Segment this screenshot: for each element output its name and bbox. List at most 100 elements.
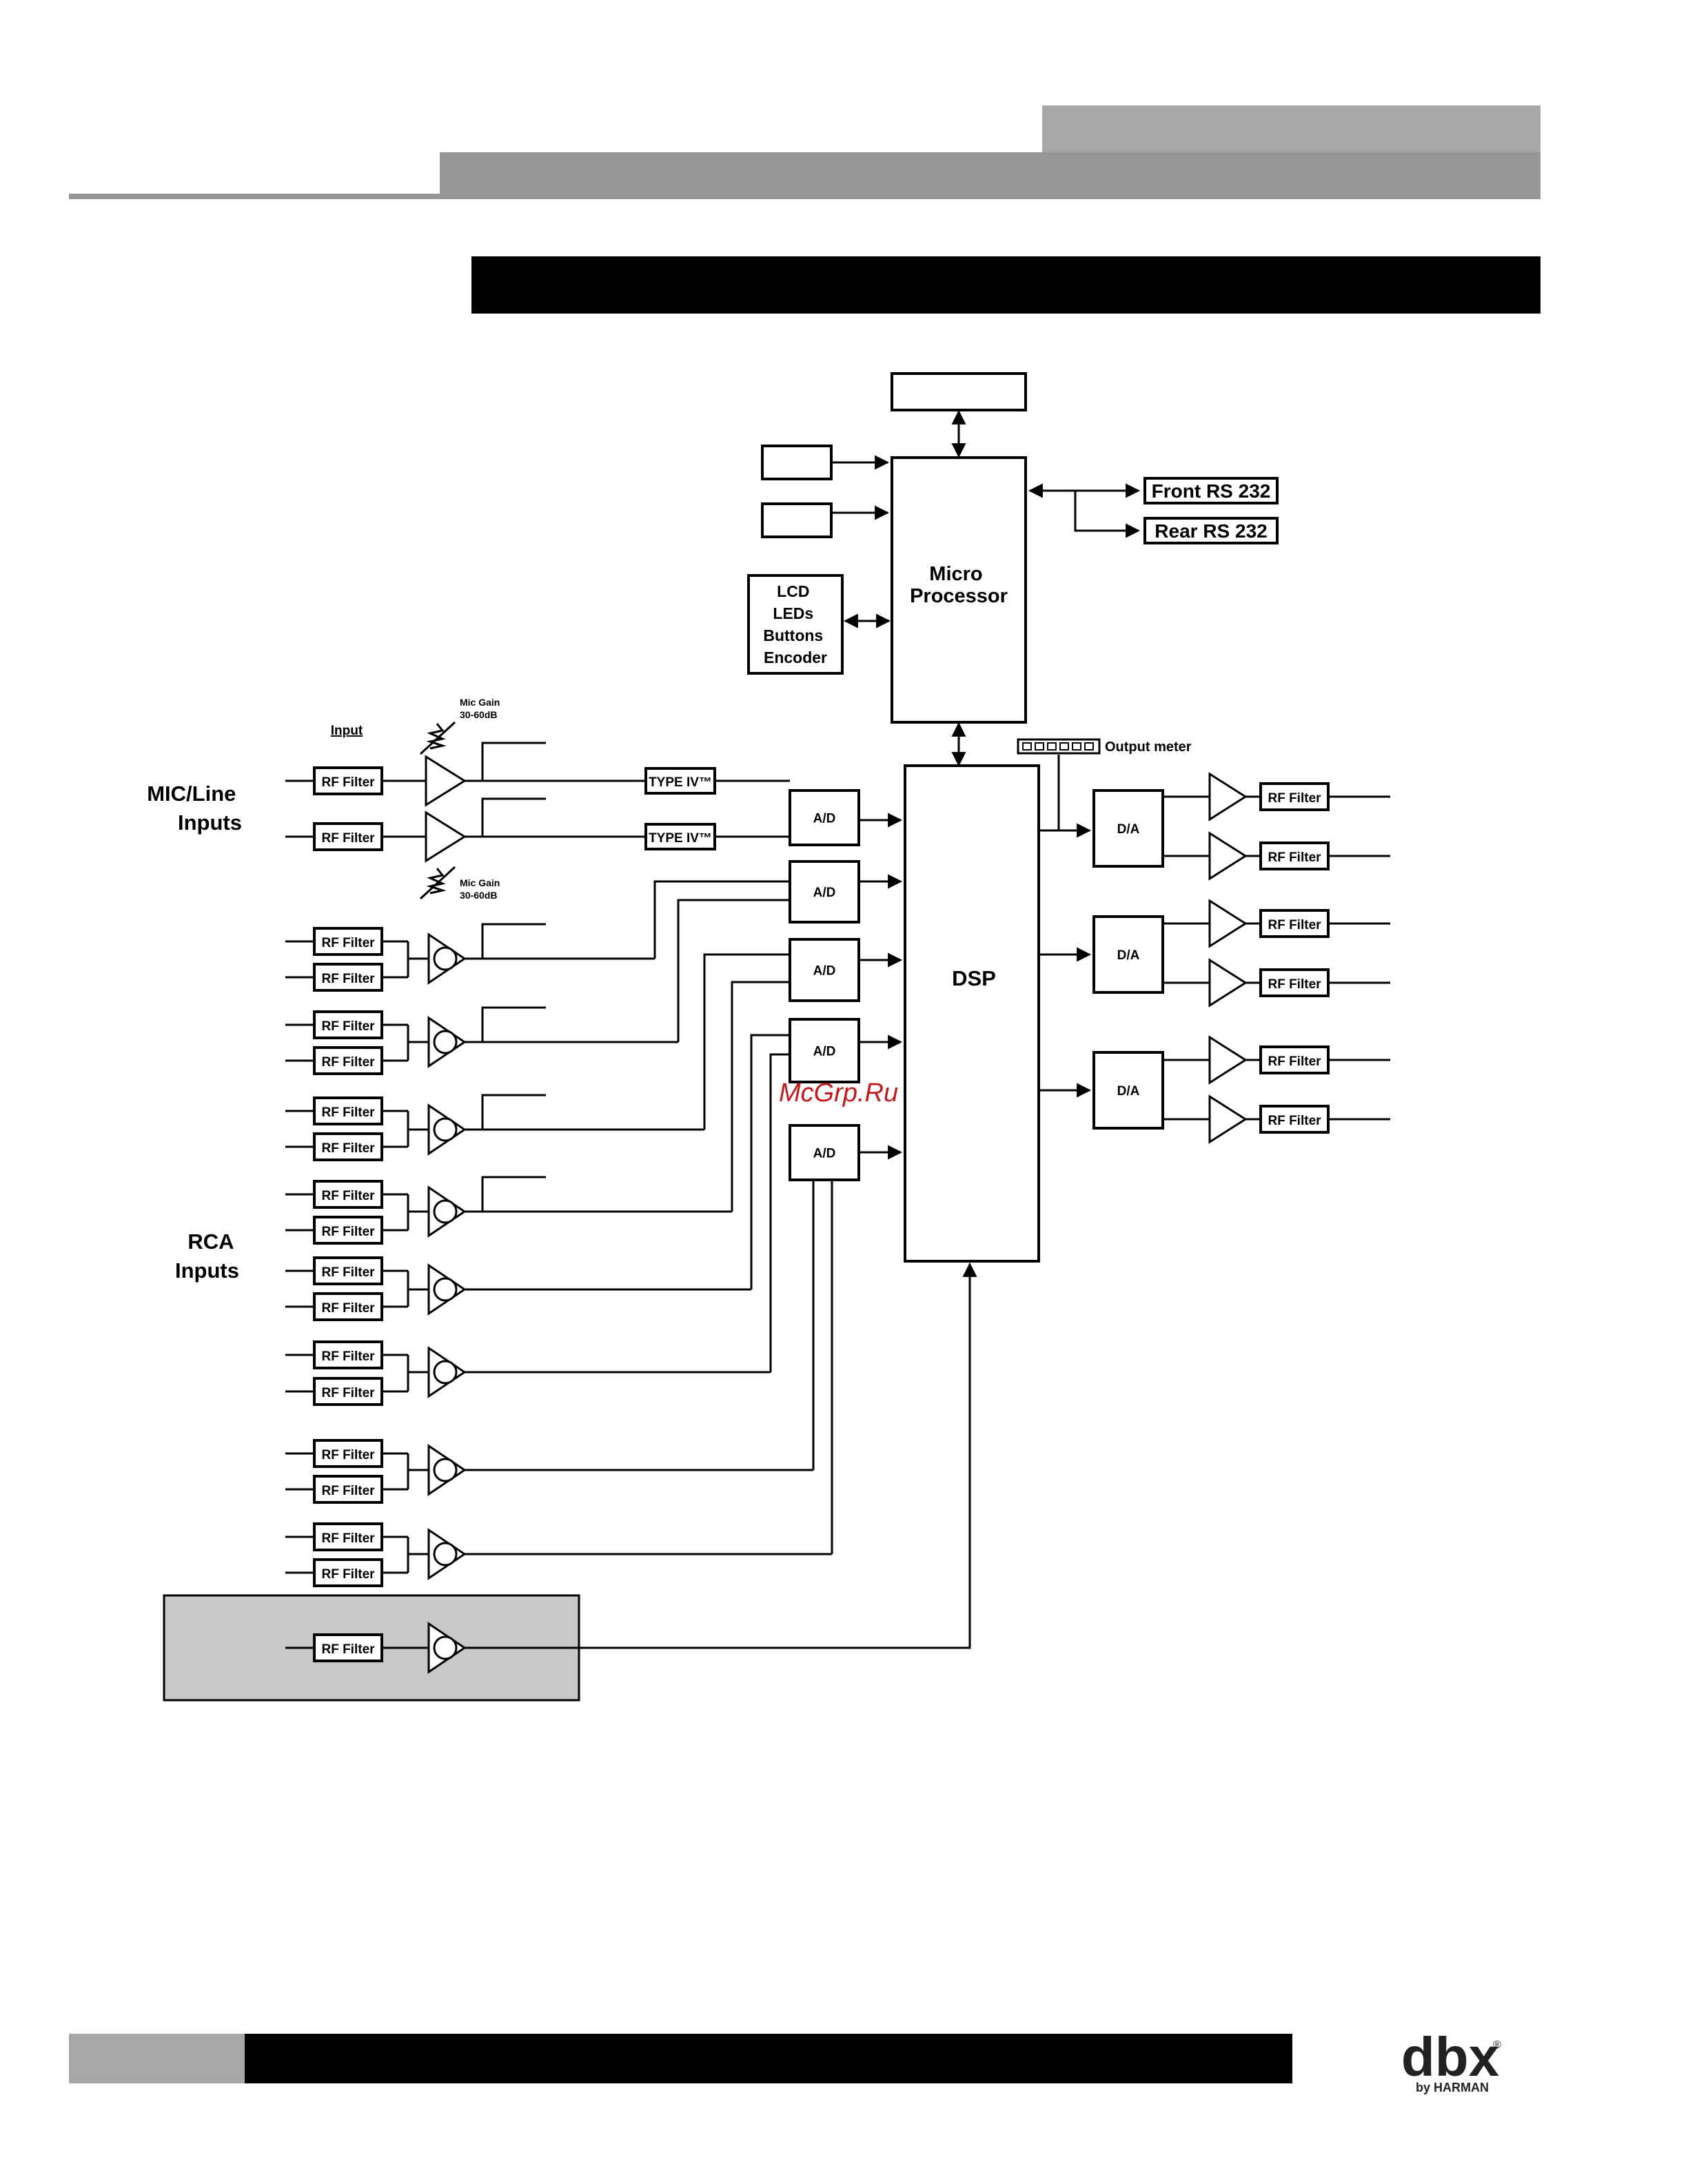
output-rf-filter-3-1-label: RF Filter (1268, 1054, 1321, 1069)
ad-label-3: A/D (813, 964, 836, 979)
output-rf-filter-1-1-label: RF Filter (1268, 791, 1321, 806)
output-rf-filter-3-2-label: RF Filter (1268, 1114, 1321, 1128)
input-box-1 (761, 445, 833, 480)
watermark: McGrp.Ru (779, 1079, 898, 1108)
footer-bar-grey (69, 2034, 247, 2083)
rca-amp-1-circle (433, 946, 458, 971)
rca-rf-filter-8-1-box (313, 1522, 383, 1551)
wire (731, 981, 790, 1212)
wire (769, 1053, 790, 1372)
rca-amp-7-circle (433, 1458, 458, 1482)
output-rf-filter-2-2-label: RF Filter (1268, 977, 1321, 992)
input-heading: Input (331, 724, 363, 738)
wire (703, 953, 790, 1130)
da-label-2: D/A (1117, 948, 1140, 963)
output-amp-1-2 (1208, 831, 1248, 881)
mic-preamp-1 (425, 755, 467, 807)
output-rf-filter-1-2-label: RF Filter (1268, 850, 1321, 865)
rca-amp-2-circle (433, 1030, 458, 1054)
front-panel-label: LCD LEDs Buttons Encoder (763, 582, 827, 666)
display-box (891, 372, 1027, 411)
dsp-label: DSP (952, 966, 996, 990)
type-iv-label-1: TYPE IV™ (649, 775, 712, 790)
wire (419, 721, 456, 755)
ad-block-3 (789, 938, 860, 1002)
front-panel-block (747, 574, 844, 675)
ad-label-4: A/D (813, 1045, 836, 1059)
aux-amp-circle (433, 1635, 458, 1660)
rca-rf-filter-3-1-box (313, 1096, 383, 1125)
wire (481, 1094, 546, 1130)
micro-processor-label: Micro Processor (910, 563, 1008, 607)
rca-rf-filter-5-1-label: RF Filter (321, 1265, 375, 1280)
front-rs232-label: Front RS 232 (1152, 480, 1271, 502)
rca-rf-filter-2-2-label: RF Filter (321, 1055, 375, 1070)
logo-registered: ® (1493, 2039, 1501, 2051)
rca-amp-4-circle (433, 1199, 458, 1224)
mic-gain-pot-1 (426, 723, 447, 750)
ad-block-1 (789, 789, 860, 846)
ad-label-1: A/D (813, 812, 836, 826)
rear-rs232-label: Rear RS 232 (1155, 520, 1267, 542)
rca-rf-filter-2-1-label: RF Filter (321, 1019, 375, 1034)
wire (465, 797, 546, 838)
da-block-3 (1092, 1051, 1164, 1130)
rca-rf-filter-6-1-box (313, 1340, 383, 1369)
da-label-3: D/A (1117, 1084, 1140, 1099)
output-amp-1-1 (1208, 772, 1248, 821)
rca-rf-filter-1-2-box (313, 963, 383, 992)
rca-rf-filter-4-1-label: RF Filter (321, 1189, 375, 1203)
output-rf-filter-2-1-label: RF Filter (1268, 918, 1321, 932)
wire (465, 1264, 971, 1649)
output-rf-filter-2-1-box (1259, 909, 1330, 938)
rca-amp-6-circle (433, 1360, 458, 1385)
rca-rf-filter-6-2-label: RF Filter (321, 1386, 375, 1400)
rca-rf-filter-5-2-label: RF Filter (321, 1301, 375, 1316)
dsp-block (904, 764, 1040, 1263)
ad-label-2: A/D (813, 886, 836, 900)
input-box-2 (761, 502, 833, 538)
mic-gain-label-bottom: Mic Gain 30-60dB (460, 877, 502, 901)
wire (750, 1034, 790, 1289)
output-rf-filter-2-2-box (1259, 968, 1330, 997)
rca-rf-filter-4-2-label: RF Filter (321, 1225, 375, 1239)
footer-bar-black (245, 2034, 1292, 2083)
rca-inputs-label: RCA Inputs (175, 1229, 239, 1283)
type-iv-box-2 (644, 823, 716, 850)
logo-brand: dbx (1401, 2026, 1499, 2088)
output-amp-3-1 (1208, 1035, 1248, 1085)
rca-rf-filter-1-2-label: RF Filter (321, 972, 375, 986)
rear-rs232-box (1143, 517, 1279, 544)
rca-rf-filter-1-1-label: RF Filter (321, 936, 375, 950)
header-rule (69, 194, 441, 199)
rca-rf-filter-8-1-label: RF Filter (321, 1531, 375, 1546)
mic-gain-label-top: Mic Gain 30-60dB (460, 697, 502, 720)
output-amp-2-2 (1208, 958, 1248, 1008)
mic-rf-filter-2-label: RF Filter (321, 831, 375, 846)
da-block-1 (1092, 789, 1164, 868)
da-label-1: D/A (1117, 822, 1140, 837)
output-rf-filter-3-1-box (1259, 1045, 1330, 1074)
output-meter (1017, 738, 1101, 755)
wire (465, 742, 546, 782)
rca-rf-filter-7-1-box (313, 1439, 383, 1468)
title-bar (471, 256, 1540, 314)
ad-label-5: A/D (813, 1147, 836, 1161)
rca-rf-filter-8-2-label: RF Filter (321, 1567, 375, 1582)
mic-preamp-2 (425, 810, 467, 863)
wire (653, 880, 790, 959)
output-amp-3-2 (1208, 1094, 1248, 1144)
rca-rf-filter-3-2-label: RF Filter (321, 1141, 375, 1156)
ad-block-2 (789, 860, 860, 923)
rca-amp-8-circle (433, 1542, 458, 1566)
header-bar-mid (440, 152, 1540, 199)
rca-amp-3-circle (433, 1117, 458, 1142)
type-iv-label-2: TYPE IV™ (649, 831, 712, 846)
wire (419, 866, 456, 900)
rca-amp-5-circle (433, 1277, 458, 1302)
output-meter-label: Output meter (1105, 739, 1192, 755)
rca-rf-filter-5-1-box (313, 1256, 383, 1285)
aux-rf-filter-label: RF Filter (321, 1642, 375, 1657)
rca-rf-filter-3-1-label: RF Filter (321, 1105, 375, 1120)
